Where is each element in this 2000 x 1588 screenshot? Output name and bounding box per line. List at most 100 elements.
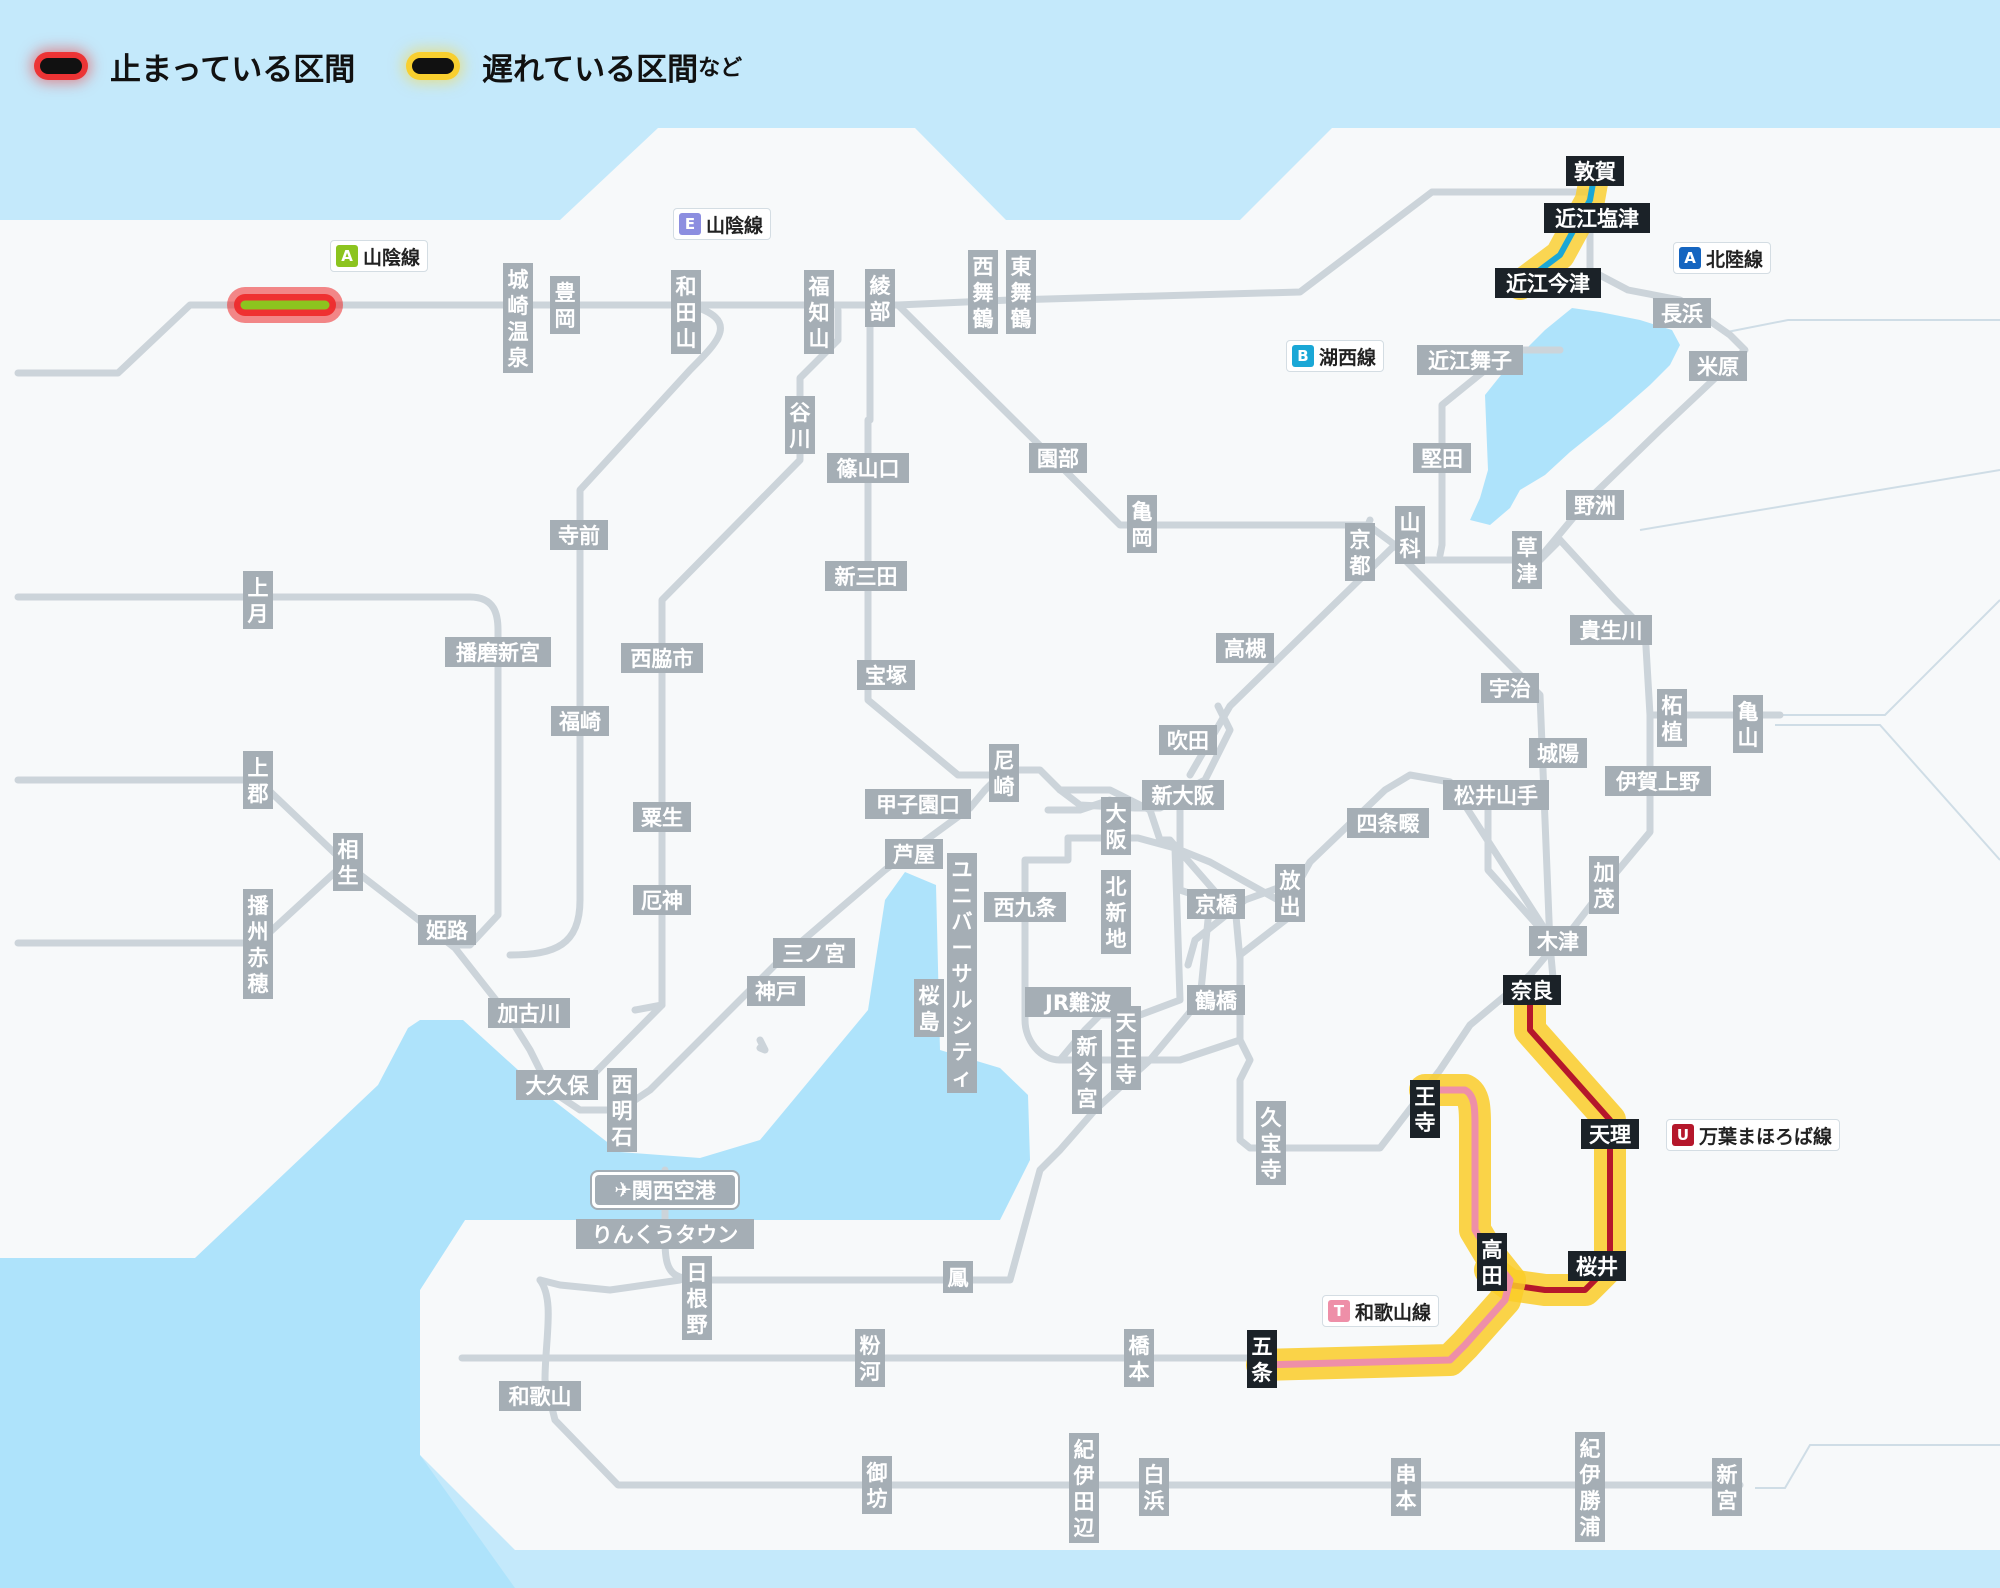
station-nishikujo[interactable]: 西九条	[984, 892, 1066, 922]
station-hanaten[interactable]: 放出	[1275, 864, 1305, 922]
station-katata[interactable]: 堅田	[1413, 443, 1471, 473]
station-omimaiko[interactable]: 近江舞子	[1417, 345, 1523, 375]
station-yasu[interactable]: 野洲	[1566, 490, 1624, 520]
station-teramae[interactable]: 寺前	[550, 520, 608, 550]
station-kakogawa[interactable]: 加古川	[488, 998, 570, 1028]
station-wakayama[interactable]: 和歌山	[499, 1381, 581, 1411]
station-sakurajima[interactable]: 桜島	[914, 979, 944, 1037]
station-kizu[interactable]: 木津	[1529, 926, 1587, 956]
station-tenri[interactable]: 天理	[1581, 1119, 1639, 1149]
station-okubo[interactable]: 大久保	[516, 1070, 598, 1100]
station-box	[445, 637, 551, 667]
station-kushimoto[interactable]: 串本	[1391, 1458, 1421, 1516]
station-kozuki[interactable]: 上月	[243, 571, 273, 629]
kansai-airport-label[interactable]: ✈関西空港	[590, 1170, 740, 1210]
station-kitashinchi[interactable]: 北新地	[1101, 870, 1131, 954]
station-name-char: 放	[1279, 869, 1302, 893]
station-higashimaizuru[interactable]: 東舞鶴	[1006, 250, 1036, 334]
station-kyoto[interactable]: 京都	[1345, 523, 1375, 581]
station-kokawa[interactable]: 粉河	[855, 1329, 885, 1387]
station-nishimaizuru[interactable]: 西舞鶴	[968, 250, 998, 334]
station-omiimazu[interactable]: 近江今津	[1495, 268, 1601, 298]
station-uji[interactable]: 宇治	[1481, 673, 1539, 703]
station-koshienguchi[interactable]: 甲子園口	[865, 789, 971, 819]
station-shijonawate[interactable]: 四条畷	[1347, 808, 1429, 838]
station-osaka[interactable]: 大阪	[1101, 797, 1131, 855]
station-nishiakashi[interactable]: 西明石	[607, 1068, 637, 1152]
station-tsuruga[interactable]: 敦賀	[1566, 156, 1624, 186]
station-sakurai[interactable]: 桜井	[1568, 1251, 1626, 1281]
station-omishiotsu[interactable]: 近江塩津	[1544, 203, 1650, 233]
station-kamigori[interactable]: 上郡	[243, 751, 273, 809]
station-kusatsu[interactable]: 草津	[1512, 531, 1542, 589]
station-harimashingu[interactable]: 播磨新宮	[445, 637, 551, 667]
station-gojo[interactable]: 五条	[1247, 1330, 1277, 1388]
station-shinsanda[interactable]: 新三田	[825, 561, 907, 591]
station-tanigawa[interactable]: 谷川	[785, 396, 815, 454]
station-toyooka[interactable]: 豊岡	[550, 276, 580, 334]
station-oji[interactable]: 王寺	[1410, 1080, 1440, 1138]
station-kudara[interactable]: 久宝寺	[1256, 1101, 1286, 1185]
station-kobe[interactable]: 神戸	[747, 976, 805, 1006]
line-name: 北陸線	[1706, 248, 1764, 271]
station-suita[interactable]: 吹田	[1159, 725, 1217, 755]
station-kibukawa[interactable]: 貴生川	[1570, 615, 1652, 645]
station-box	[1391, 1458, 1421, 1516]
station-nishiwakishi[interactable]: 西脇市	[621, 643, 703, 673]
station-hashimoto[interactable]: 橋本	[1124, 1329, 1154, 1387]
station-ayabe[interactable]: 綾部	[865, 269, 895, 327]
station-fukusaki[interactable]: 福崎	[551, 706, 609, 736]
station-name-char: 柘	[1662, 694, 1683, 718]
station-joyo[interactable]: 城陽	[1529, 738, 1587, 768]
station-himeji[interactable]: 姫路	[418, 915, 476, 945]
station-ashiya[interactable]: 芦屋	[885, 839, 943, 869]
station-igaueno[interactable]: 伊賀上野	[1605, 766, 1711, 796]
station-rinku[interactable]: りんくうタウン	[576, 1219, 754, 1249]
station-aioi[interactable]: 相生	[333, 833, 363, 891]
station-tsuruhashi[interactable]: 鶴橋	[1187, 985, 1245, 1015]
station-ao[interactable]: 粟生	[633, 802, 691, 832]
station-hine[interactable]: 日根野	[682, 1256, 712, 1340]
station-kamo[interactable]: 加茂	[1589, 856, 1619, 914]
station-shinimamiya[interactable]: 新今宮	[1072, 1030, 1102, 1114]
station-name: 敦賀	[1574, 160, 1616, 184]
station-shinosaka[interactable]: 新大阪	[1142, 780, 1224, 810]
station-sannomiya[interactable]: 三ノ宮	[773, 938, 855, 968]
station-tennoji[interactable]: 天王寺	[1111, 1006, 1141, 1090]
station-tsuge[interactable]: 柘植	[1657, 689, 1687, 747]
station-yamashina[interactable]: 山科	[1395, 506, 1425, 564]
station-sasayamaguchi[interactable]: 篠山口	[827, 453, 909, 483]
station-box	[1581, 1119, 1639, 1149]
station-nara[interactable]: 奈良	[1503, 975, 1561, 1005]
station-kameyama[interactable]: 亀山	[1733, 695, 1763, 753]
station-nagahama[interactable]: 長浜	[1653, 298, 1711, 328]
station-kyobashi[interactable]: 京橋	[1187, 889, 1245, 919]
station-matsuiyamate[interactable]: 松井山手	[1443, 780, 1549, 810]
station-shingu[interactable]: 新宮	[1712, 1458, 1742, 1516]
station-amagasaki[interactable]: 尼崎	[989, 744, 1019, 802]
station-sonobe[interactable]: 園部	[1029, 443, 1087, 473]
station-gobo[interactable]: 御坊	[862, 1456, 892, 1514]
station-takarazuka[interactable]: 宝塚	[857, 660, 915, 690]
station-takada[interactable]: 高田	[1477, 1233, 1507, 1291]
station-kameoka[interactable]: 亀岡	[1127, 495, 1157, 553]
station-yakujin[interactable]: 厄神	[633, 885, 691, 915]
station-name-char: 大	[1106, 802, 1127, 826]
station-shirahama[interactable]: 白浜	[1139, 1458, 1169, 1516]
station-maibara[interactable]: 米原	[1689, 351, 1747, 381]
station-fukuchiyama[interactable]: 福知山	[804, 270, 834, 354]
station-wadayama[interactable]: 和田山	[671, 270, 701, 354]
station-takatsuki[interactable]: 高槻	[1216, 633, 1274, 663]
station-otori[interactable]: 鳳	[943, 1261, 973, 1293]
